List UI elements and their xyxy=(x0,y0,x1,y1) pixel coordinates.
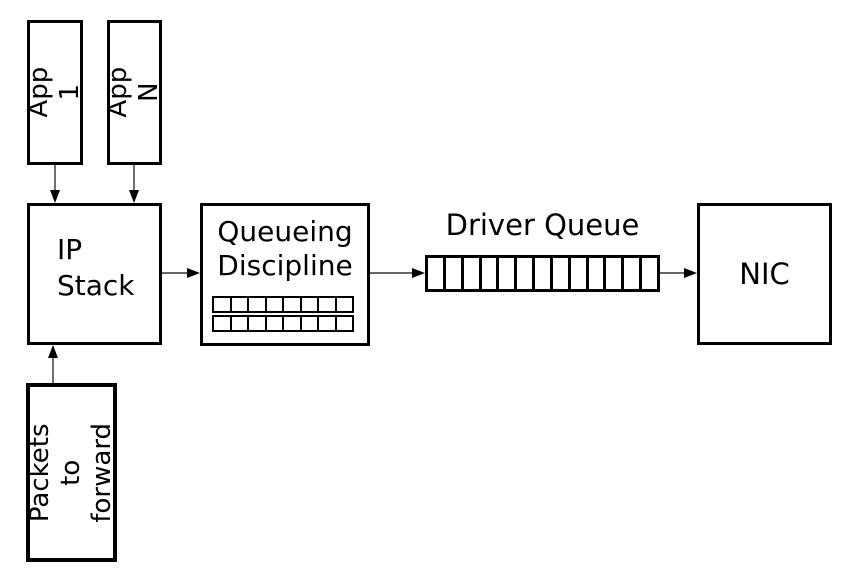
queueing-discipline-queue-cells xyxy=(212,296,354,332)
node-ip-stack: IP Stack xyxy=(27,203,162,345)
driver-queue-cells xyxy=(425,255,660,292)
driver-queue-label: Driver Queue xyxy=(445,208,640,242)
arrow-app1-to-ip-stack xyxy=(50,165,60,203)
node-packets-to-forward-label: Packets to forward xyxy=(24,422,118,523)
queue-cell xyxy=(606,258,625,289)
queue-row xyxy=(212,315,354,332)
node-appn-label: App N xyxy=(103,67,165,118)
node-appn: App N xyxy=(103,20,165,165)
queue-cell xyxy=(535,258,553,289)
queue-cell xyxy=(482,258,500,289)
queue-cell xyxy=(334,296,354,313)
node-app1: App 1 xyxy=(23,20,86,165)
node-queueing-discipline-label: Queueing Discipline xyxy=(217,215,353,282)
queue-cell xyxy=(499,258,518,289)
queue-cell xyxy=(446,258,464,289)
queue-cell xyxy=(517,258,536,289)
node-nic-label: NIC xyxy=(739,256,790,291)
queue-cell xyxy=(571,258,589,289)
node-ip-stack-label: IP Stack xyxy=(57,233,135,303)
arrow-ip-stack-to-queueing-discipline xyxy=(162,268,200,278)
queue-cell xyxy=(334,315,354,332)
queue-cell xyxy=(428,258,446,289)
queue-row xyxy=(212,296,354,313)
node-queueing-discipline: Queueing Discipline xyxy=(200,203,370,346)
queue-cell xyxy=(553,258,571,289)
node-packets-to-forward: Packets to forward xyxy=(24,383,118,562)
arrow-queueing-discipline-to-driver-queue xyxy=(370,268,425,278)
queue-cell xyxy=(464,258,482,289)
arrow-appn-to-ip-stack xyxy=(129,165,139,203)
queue-cell xyxy=(642,258,657,289)
node-nic: NIC xyxy=(697,203,832,345)
queue-cell xyxy=(589,258,607,289)
node-app1-label: App 1 xyxy=(23,67,86,118)
arrow-driver-queue-to-nic xyxy=(660,268,697,278)
arrow-packets-to-ip-stack xyxy=(48,345,58,383)
queue-cell xyxy=(624,258,643,289)
